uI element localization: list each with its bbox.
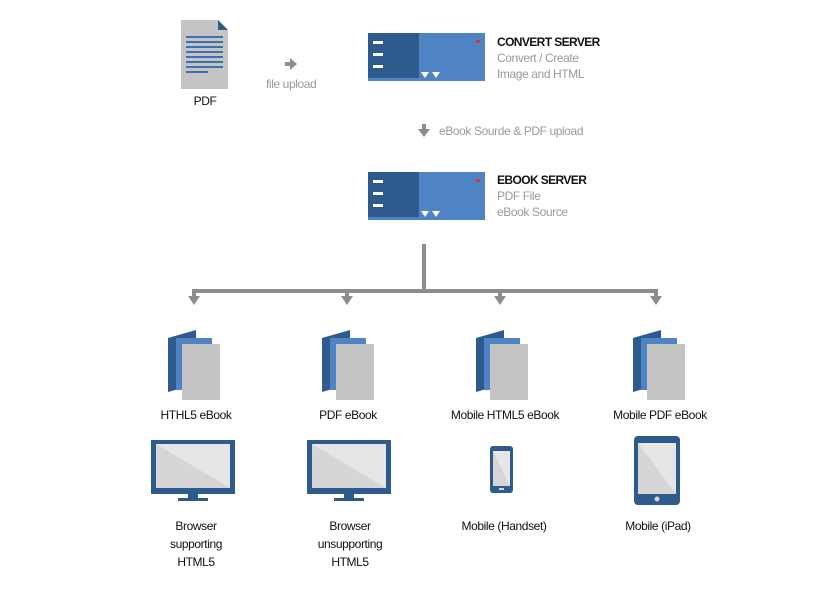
ebook-type-label: Mobile HTML5 eBook [450, 408, 560, 422]
ebook-server-line2: eBook Source [497, 205, 568, 219]
ebook-stack-icon [633, 330, 685, 400]
pdf-document-icon [181, 20, 228, 89]
arrow-down-icon [494, 296, 506, 305]
convert-server-icon [368, 33, 485, 81]
ebook-stack-icon [476, 330, 528, 400]
convert-server-line1: Convert / Create [497, 51, 579, 65]
device-label-line: supporting [169, 537, 223, 551]
convert-server-text: CONVERT SERVER Convert / Create Image an… [497, 34, 600, 82]
device-label: Mobile (iPad) [598, 517, 718, 535]
ebook-stack-icon [168, 330, 220, 400]
ebook-stack-icon [322, 330, 374, 400]
device-label-line: HTML5 [177, 555, 215, 569]
upload-arrow-right-icon [285, 58, 297, 70]
arrow-down-icon [650, 296, 662, 305]
phone-icon [490, 446, 513, 493]
convert-server-line2: Image and HTML [497, 67, 585, 81]
device-label-line: Mobile (Handset) [461, 519, 547, 533]
ebook-type-label: Mobile PDF eBook [613, 408, 707, 422]
device-label-line: Browser [175, 519, 217, 533]
distribution-connector [192, 244, 658, 297]
convert-server-title: CONVERT SERVER [497, 35, 600, 49]
device-label-line: HTML5 [331, 555, 369, 569]
file-upload-label: file upload [266, 77, 317, 91]
ebook-server-line1: PDF File [497, 189, 541, 203]
upload-step-label: eBook Sourde & PDF upload [439, 124, 584, 138]
device-label: Browser unsupporting HTML5 [290, 517, 410, 571]
device-label-line: Browser [329, 519, 371, 533]
device-label: Browser supporting HTML5 [136, 517, 256, 571]
ebook-type-label: HTHL5 eBook [160, 408, 232, 422]
ebook-server-icon [368, 172, 485, 220]
device-label-line: unsupporting [317, 537, 383, 551]
device-label-line: Mobile (iPad) [625, 519, 691, 533]
device-label: Mobile (Handset) [444, 517, 564, 535]
arrow-down-icon [188, 296, 200, 305]
ebook-type-label: PDF eBook [319, 408, 377, 422]
ebook-server-title: EBOOK SERVER [497, 173, 587, 187]
monitor-icon [307, 440, 391, 501]
tablet-icon [634, 436, 680, 505]
ebook-server-text: EBOOK SERVER PDF File eBook Source [497, 172, 587, 220]
upload-arrow-down-icon [418, 124, 430, 137]
pdf-label: PDF [193, 94, 217, 108]
arrow-down-icon [341, 296, 353, 305]
monitor-icon [151, 440, 235, 501]
